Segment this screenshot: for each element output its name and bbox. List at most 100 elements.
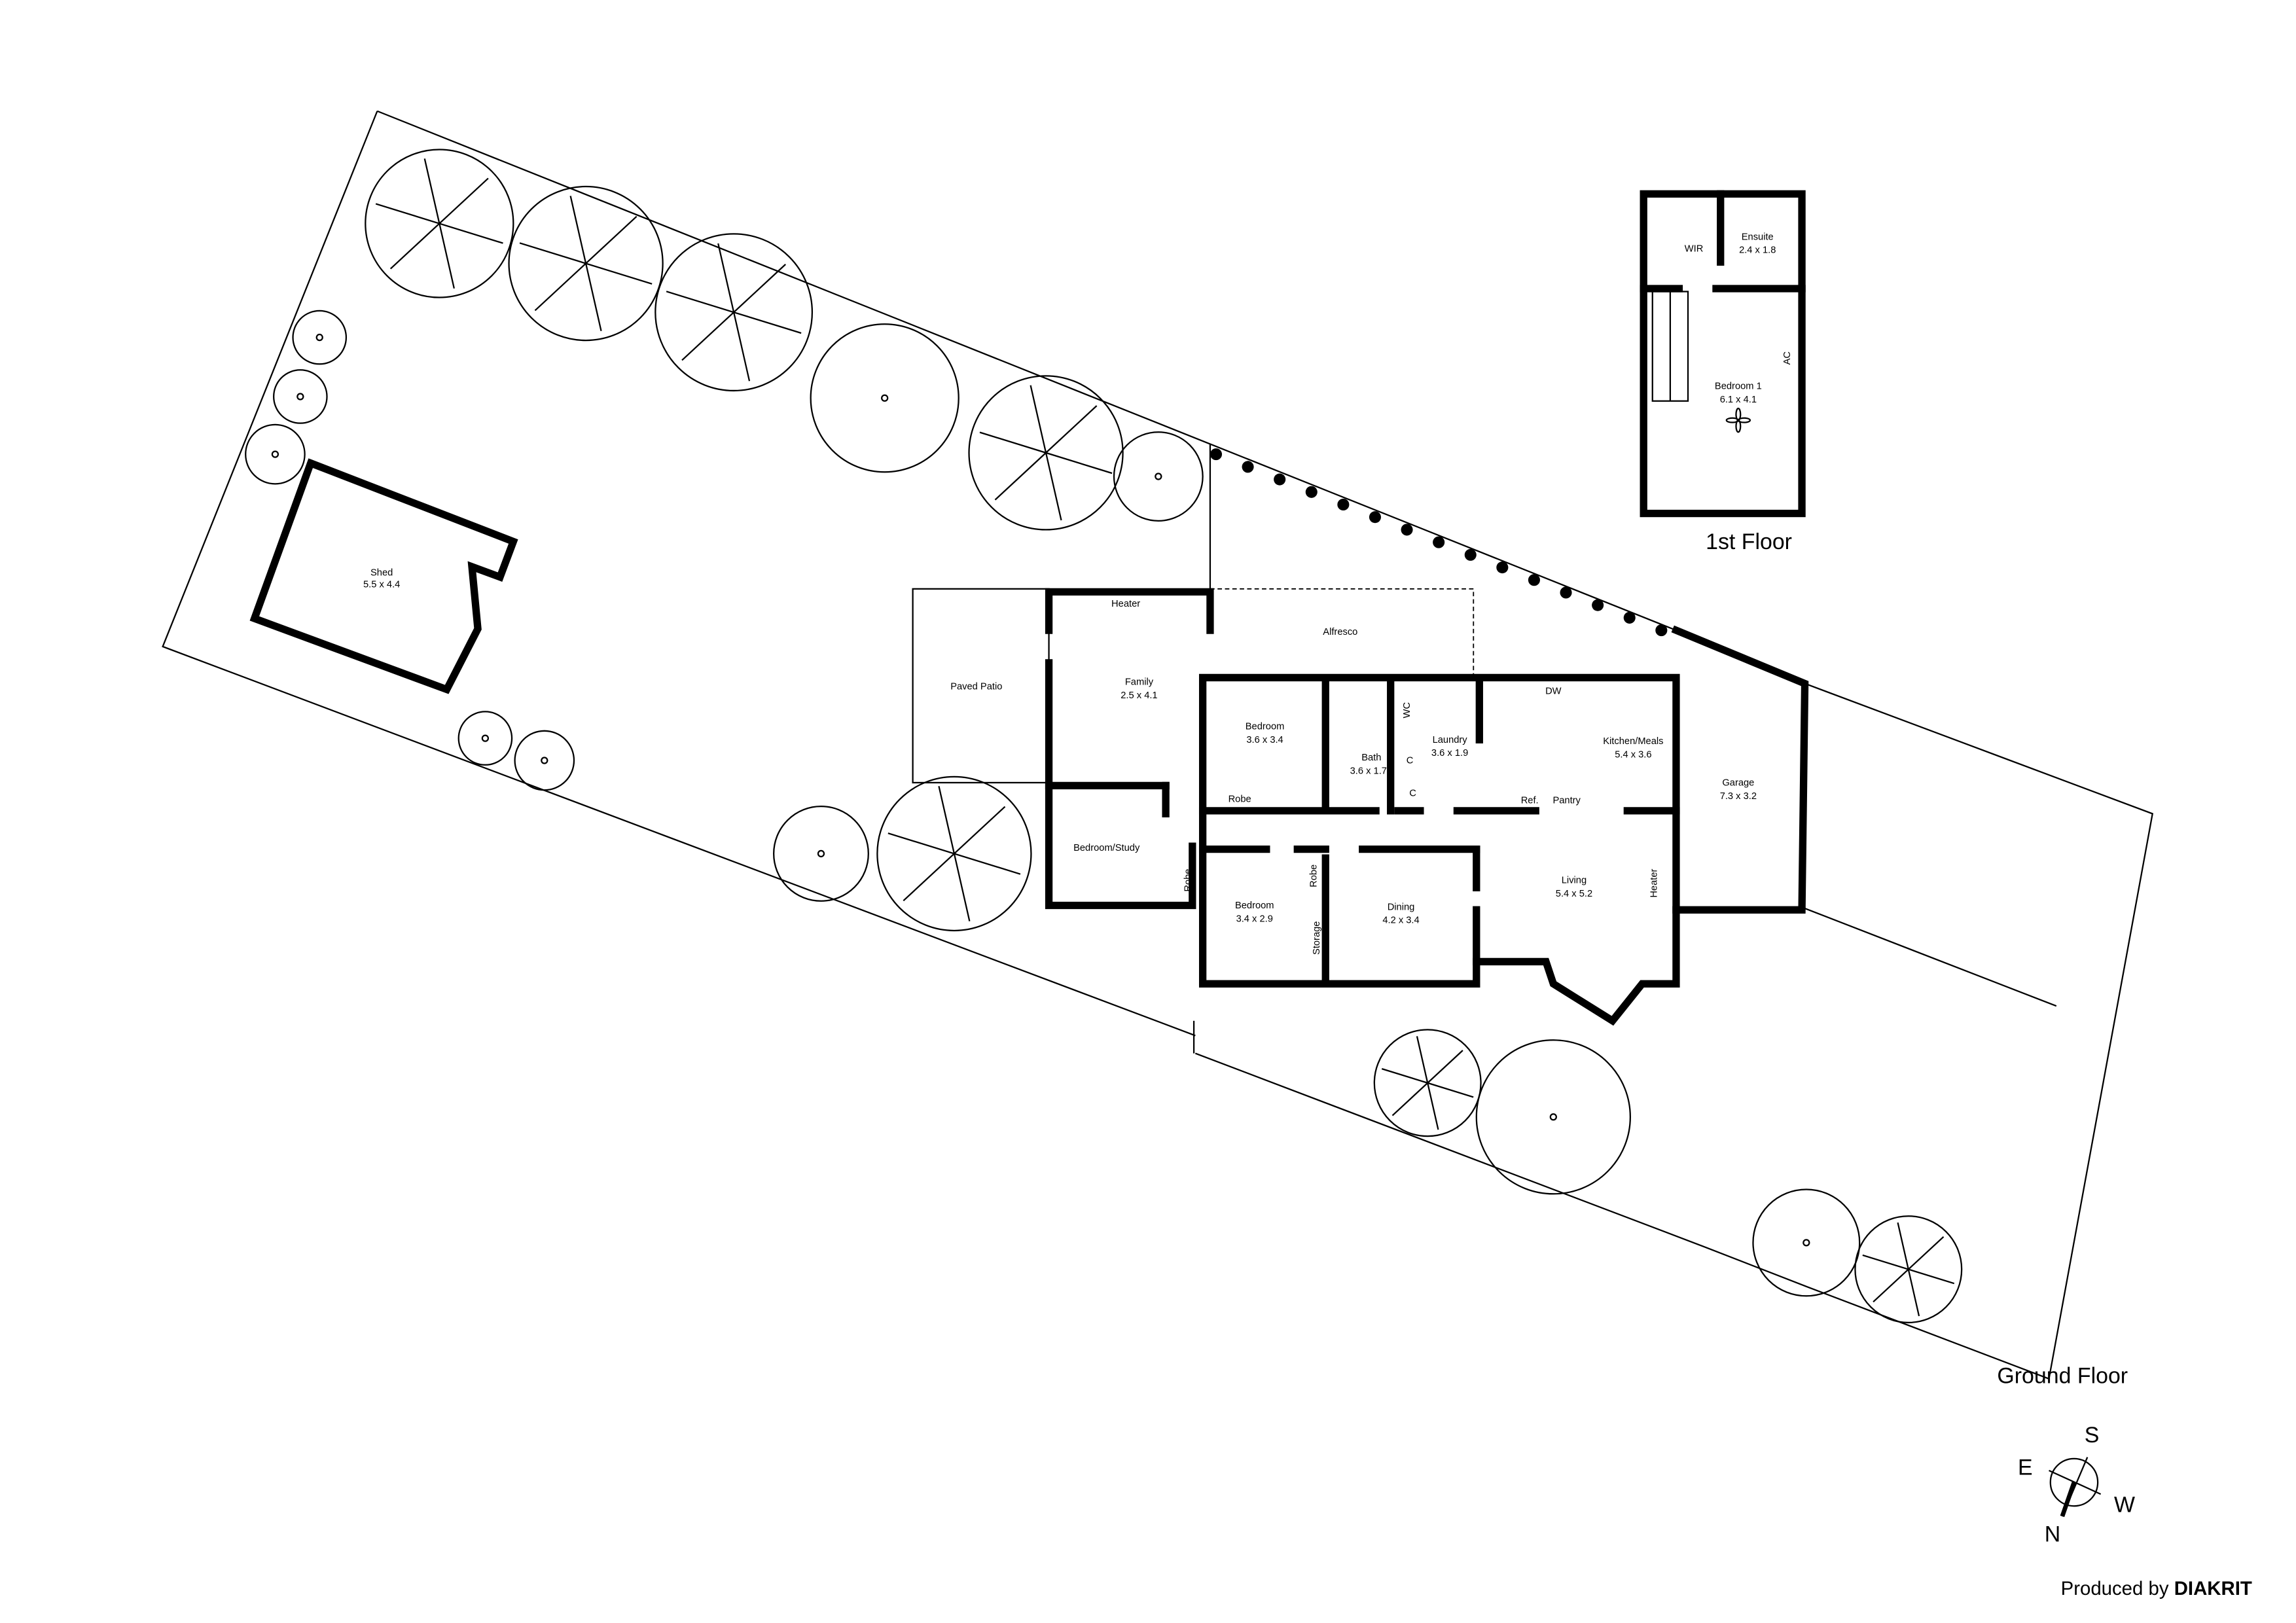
kitchen-size: 5.4 x 3.6 [1615,749,1651,760]
garage-label: Garage [1722,777,1754,788]
tree-branch [439,223,503,244]
tree-branch [979,431,1047,454]
compass-west: W [2114,1492,2135,1517]
first-floor-title: 1st Floor [1706,529,1792,554]
tree-icon [1752,1188,1861,1297]
tree-branch [953,853,971,921]
tree-branch [681,312,734,361]
tree-icon [810,323,960,473]
tree-icon [1113,431,1204,522]
pantry-label: Pantry [1552,796,1581,806]
tree-branch [888,832,955,855]
garage-size: 7.3 x 3.2 [1720,791,1757,802]
tree-trunk [1549,1113,1557,1121]
robe-b-label: Robe [1183,869,1194,892]
tree-branch [1427,1082,1474,1098]
hedge-shrub-icon [1496,562,1509,574]
tree-trunk [296,393,304,401]
lot-boundary [376,110,1677,632]
bedroom-a-label: Bedroom [1246,722,1285,732]
heater-family-label: Heater [1111,599,1140,609]
tree-branch [994,452,1047,501]
tree-icon [968,375,1124,531]
diakrit-logo: DIAKRIT [2174,1578,2252,1599]
tree-icon [273,369,328,424]
tree-icon [365,149,514,298]
compass-south: S [2085,1423,2100,1448]
tree-branch [1030,385,1047,454]
tree-icon [457,711,513,766]
tree-branch [439,177,489,224]
tree-branch [1045,405,1098,454]
tree-branch [1427,1050,1463,1084]
tree-icon [508,185,664,342]
tree-branch [439,223,455,289]
bedroom-b-label: Bedroom [1235,901,1274,911]
tree-branch [1908,1236,1945,1270]
living-size: 5.4 x 5.2 [1556,889,1592,899]
tree-branch [389,223,440,270]
lot-boundary-east [1194,683,2154,1380]
tree-trunk [1155,473,1162,480]
bedroom1-label: Bedroom 1 [1715,382,1762,392]
tree-trunk [315,333,323,342]
hedge-shrub-icon [1242,461,1254,473]
credit: Produced by DIAKRIT [2061,1578,2252,1599]
fridge-label: Ref. [1521,796,1539,806]
tree-trunk [541,757,548,764]
bedroom-b-size: 3.4 x 2.9 [1236,914,1273,924]
hedge-shrub-icon [1305,486,1318,498]
shed-size: 5.5 x 4.4 [363,580,400,590]
laundry-size: 3.6 x 1.9 [1431,748,1468,758]
robe-a-label: Robe [1229,794,1251,804]
hedge-shrub-icon [1655,624,1668,637]
garage-walls [1671,625,1809,914]
family-label: Family [1125,677,1154,688]
tree-trunk [271,450,279,458]
tree-branch [375,203,440,224]
cupboard-label: C [1407,756,1414,766]
hedge-shrub-icon [1464,548,1477,561]
tree-branch [1045,452,1062,521]
tree-branch [423,158,440,224]
tree-icon [876,776,1032,932]
hedge-shrub-icon [1274,473,1286,486]
ensuite-size: 2.4 x 1.8 [1739,245,1776,256]
tree-icon [1854,1215,1963,1324]
tree-branch [733,312,802,334]
tree-icon [655,233,814,392]
tree-icon [292,310,348,365]
living-label: Living [1562,876,1587,886]
shed-label: Shed [370,567,393,578]
kitchen-label: Kitchen/Meals [1603,736,1663,747]
laundry-label: Laundry [1433,735,1468,745]
tree-branch [717,243,735,313]
bath-size: 3.6 x 1.7 [1350,766,1387,776]
credit-prefix: Produced by [2061,1578,2169,1599]
tree-icon [245,423,306,485]
dining-size: 4.2 x 3.4 [1382,916,1419,926]
wir-label: WIR [1685,243,1704,254]
hedge-shrub-icon [1210,448,1223,461]
bath-label: Bath [1361,753,1381,763]
tree-branch [733,264,786,313]
ceiling-fan-icon [1725,407,1751,433]
wc-label: WC [1402,702,1412,719]
tree-branch [585,262,653,285]
hedge-shrub-icon [1369,511,1381,524]
tree-icon [773,805,869,902]
hedge-shrub-icon [1623,611,1636,624]
lot-boundary-west [162,111,1196,1037]
hedge-shrub-icon [1433,536,1445,548]
tree-branch [569,196,587,264]
storage-label: Storage [1312,921,1322,955]
hedge-shrub-icon [1592,599,1604,611]
hedge-shrub-icon [1337,498,1350,511]
house-walls [1045,588,1680,1026]
fence [1804,907,2057,1007]
heater-living-label: Heater [1649,868,1660,897]
tree-branch [534,262,586,312]
tree-branch [954,806,1006,855]
tree-branch [666,291,734,313]
